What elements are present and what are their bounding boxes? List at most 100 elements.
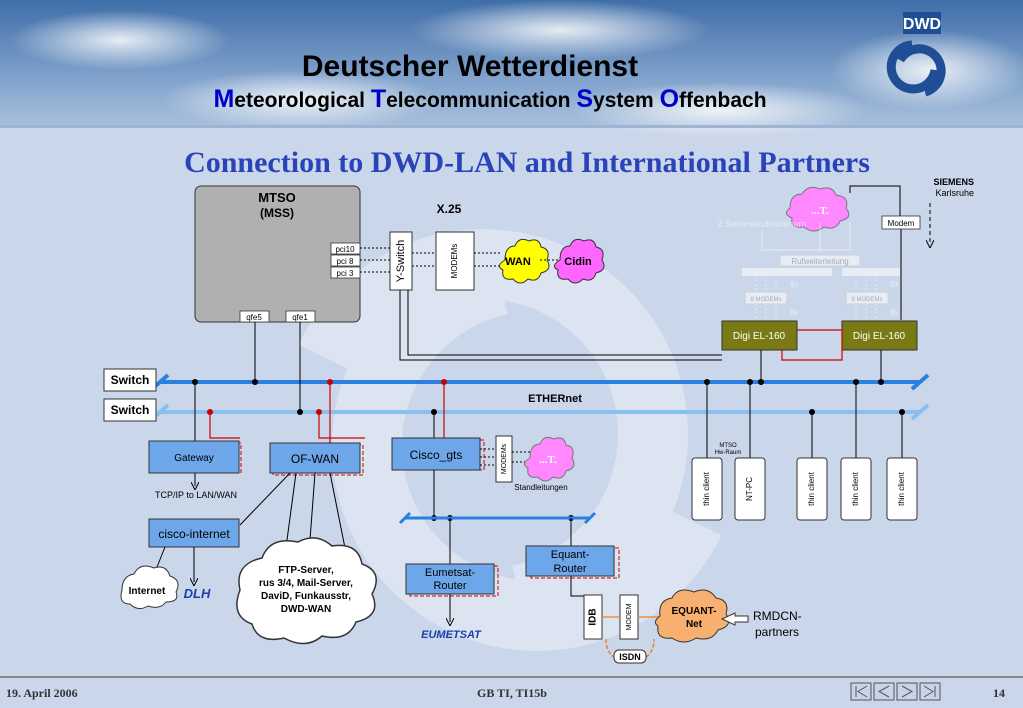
digi-red-link: [781, 329, 843, 361]
svg-text:2 Sammelrufnummern: 2 Sammelrufnummern: [717, 219, 806, 229]
y-switch: Y-Switch: [389, 231, 413, 291]
svg-text:thin client: thin client: [702, 471, 711, 506]
bus-drops: [194, 322, 903, 458]
ethernet-label: ETHERnet: [528, 393, 582, 405]
equant-idb-link: [570, 576, 584, 597]
svg-text:MODEM: MODEM: [626, 603, 633, 630]
pci-links: [360, 247, 500, 273]
equant-net-cloud: EQUANT- Net: [654, 589, 730, 643]
t-cloud-top: ...T.: [786, 186, 850, 232]
svg-text:WAN: WAN: [505, 256, 531, 268]
rmdcn-label-1: RMDCN-: [753, 609, 802, 623]
modem-box-top: Modem: [881, 215, 921, 230]
faded-group: 2 Sammelrufnummern Rufweiterleitung 8 MO…: [717, 219, 900, 320]
karlsruhe-label: Karlsruhe: [935, 188, 974, 198]
yswitch-digi-link-2: [407, 290, 722, 356]
equant-router: Equant- Router: [525, 545, 620, 579]
digi-el160-right: Digi EL-160: [841, 320, 918, 351]
svg-text:Internet: Internet: [129, 586, 166, 597]
modems-box: MODEMs: [435, 231, 475, 291]
svg-text:...T.: ...T.: [811, 205, 829, 217]
svg-text:...T.: ...T.: [539, 454, 557, 466]
svg-text:Rufweiterleitung: Rufweiterleitung: [791, 257, 848, 266]
svg-text:ISDN: ISDN: [619, 652, 641, 662]
footer-page-number: 14: [993, 686, 1005, 700]
header-subtitle: Meteorological Telecommunication System …: [213, 85, 766, 113]
svg-text:Switch: Switch: [111, 403, 150, 417]
svg-text:MODEMs: MODEMs: [450, 244, 459, 279]
svg-text:Eumetsat-: Eumetsat-: [425, 567, 475, 579]
svg-text:8 MODEMs: 8 MODEMs: [851, 297, 882, 303]
svg-text:8x: 8x: [790, 280, 798, 289]
bus-end: [583, 511, 597, 525]
rmdcn-label-2: partners: [755, 625, 799, 639]
svg-text:8 MODEMs: 8 MODEMs: [750, 297, 781, 303]
nav-next-button[interactable]: [896, 682, 918, 701]
svg-text:Switch: Switch: [111, 373, 150, 387]
client-0: thin client: [691, 457, 723, 521]
switch-1: Switch: [103, 368, 157, 392]
nav-first-button[interactable]: [850, 682, 872, 701]
mtso-server: MTSO (MSS) pci10 pci 8 pci 3 qfe5 qfe1: [194, 185, 361, 323]
port-qfe1: qfe1: [292, 313, 308, 322]
mtso-subtitle: (MSS): [260, 206, 294, 220]
svg-text:Cidin: Cidin: [564, 256, 592, 268]
switch-2: Switch: [103, 398, 157, 422]
footer-divider: [0, 676, 1023, 678]
idb-box: IDB: [583, 594, 603, 640]
dwd-logo: DWD: [886, 12, 946, 97]
rmdcn-arrow-icon: [720, 612, 749, 626]
svg-text:Y-Switch: Y-Switch: [395, 240, 407, 282]
gateway-box: Gateway: [148, 440, 240, 474]
mtso-title: MTSO: [258, 190, 296, 205]
svg-text:EQUANT-: EQUANT-: [672, 606, 717, 617]
cidin-cloud: Cidin: [554, 238, 605, 284]
svg-text:Gateway: Gateway: [174, 453, 213, 464]
svg-text:thin client: thin client: [897, 471, 906, 506]
yswitch-digi-link-1: [399, 290, 722, 361]
eumetsat-router: Eumetsat- Router: [405, 563, 499, 597]
cisco-internet-box: cisco-internet: [148, 518, 240, 548]
eumetsat-label: EUMETSAT: [421, 629, 482, 641]
sky-cloud: [10, 10, 230, 70]
standleitungen-label: Standleitungen: [514, 483, 567, 492]
internet-cloud: Internet: [120, 565, 179, 610]
port-pci8: pci 8: [337, 257, 354, 266]
svg-text:IDB: IDB: [588, 608, 599, 625]
cloud-modem-link: [849, 185, 901, 216]
footer-date: 19. April 2006: [6, 686, 78, 700]
modems-gts-box: MODEMs: [495, 435, 513, 483]
nav-prev-button[interactable]: [873, 682, 895, 701]
nav-last-button[interactable]: [919, 682, 941, 701]
svg-text:Cisco_gts: Cisco_gts: [410, 448, 463, 462]
siemens-label: SIEMENS: [933, 177, 974, 187]
mtso-hw-label-2: Hw-Raum: [715, 450, 742, 456]
t-cloud-gts: ...T.: [524, 436, 575, 482]
svg-text:Router: Router: [553, 563, 586, 575]
port-pci3: pci 3: [337, 269, 354, 278]
port-pci10: pci10: [335, 245, 355, 254]
svg-text:Router: Router: [433, 580, 466, 592]
sky-cloud: [160, 70, 440, 130]
bus-end: [910, 373, 930, 391]
svg-text:Net: Net: [686, 619, 703, 630]
svg-text:Digi EL-160: Digi EL-160: [853, 331, 906, 342]
dlh-label: DLH: [184, 586, 211, 601]
svg-text:OF-WAN: OF-WAN: [291, 452, 339, 466]
svg-text:rus 3/4, Mail-Server,: rus 3/4, Mail-Server,: [259, 578, 353, 589]
modem-small-box: MODEM: [619, 594, 639, 640]
svg-text:8x: 8x: [890, 308, 898, 317]
svg-text:MODEMs: MODEMs: [501, 443, 508, 474]
svg-text:thin client: thin client: [807, 471, 816, 506]
sky-cloud: [570, 82, 870, 138]
svg-text:thin client: thin client: [851, 471, 860, 506]
client-1: NT-PC: [734, 457, 766, 521]
svg-text:Equant-: Equant-: [551, 549, 590, 561]
header-title: Deutscher Wetterdienst: [302, 50, 638, 83]
wan-cloud: WAN: [499, 238, 550, 284]
client-4: thin client: [886, 457, 918, 521]
tcpip-label: TCP/IP to LAN/WAN: [155, 490, 237, 500]
server-cloud: FTP-Server, rus 3/4, Mail-Server, DaviD,…: [236, 537, 377, 645]
